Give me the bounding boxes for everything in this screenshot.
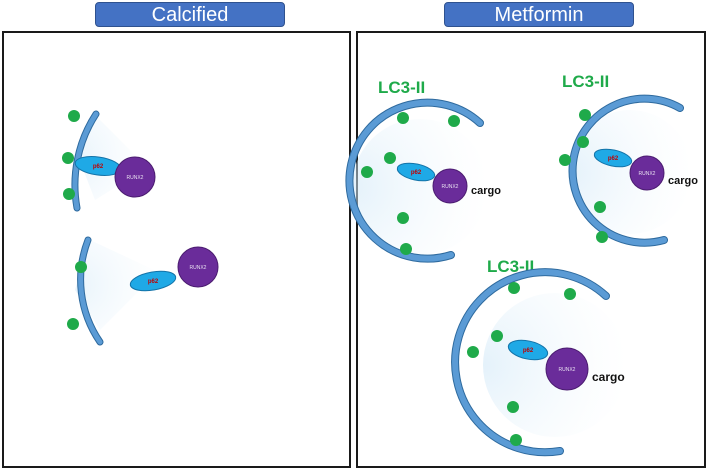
runx2-label: RUNX2	[442, 184, 459, 190]
lc3-dot	[67, 318, 79, 330]
p62-label: p62	[148, 279, 159, 285]
p62-label: p62	[93, 164, 104, 170]
calcified-autophagosome-upper: p62 RUNX2	[62, 110, 156, 212]
metformin-autophagosome-bottom: LC3-II p62 RUNX2 cargo	[451, 257, 627, 457]
calcified-header: Calcified	[95, 2, 285, 27]
runx2-protein	[545, 347, 589, 391]
p62-label: p62	[523, 348, 534, 354]
lc3-dot	[75, 261, 87, 273]
lc3-dot	[564, 288, 576, 300]
runx2-protein	[177, 246, 219, 288]
lc3-dot	[63, 188, 75, 200]
runx2-label: RUNX2	[559, 367, 576, 373]
lc3-dot	[579, 109, 591, 121]
lc3-dot	[68, 110, 80, 122]
p62-label: p62	[411, 170, 422, 176]
lc3-dot	[361, 166, 373, 178]
lc3-label: LC3-II	[562, 72, 609, 91]
runx2-protein	[432, 168, 468, 204]
runx2-label: RUNX2	[190, 265, 207, 271]
metformin-autophagosome-right: LC3-II p62 RUNX2 cargo	[559, 72, 698, 247]
lc3-dot	[577, 136, 589, 148]
lc3-dot	[62, 152, 74, 164]
lc3-dot	[559, 154, 571, 166]
cargo-label: cargo	[592, 370, 625, 384]
calcified-panel	[2, 31, 351, 468]
p62-protein	[396, 162, 436, 182]
calcified-autophagosome-lower: p62 RUNX2	[67, 236, 219, 346]
lc3-dot	[448, 115, 460, 127]
metformin-header: Metformin	[444, 2, 634, 27]
p62-protein	[593, 148, 633, 168]
runx2-label: RUNX2	[127, 175, 144, 181]
p62-protein	[129, 270, 177, 292]
runx2-protein	[629, 155, 665, 191]
lc3-dot	[397, 112, 409, 124]
lc3-dot	[508, 282, 520, 294]
lc3-dot	[400, 243, 412, 255]
p62-protein	[507, 339, 549, 361]
cargo-label: cargo	[471, 185, 501, 197]
lc3-dot	[510, 434, 522, 446]
lc3-dot	[384, 152, 396, 164]
lc3-dot	[507, 401, 519, 413]
metformin-autophagosome-left: LC3-II p62 RUNX2 cargo	[345, 78, 501, 263]
p62-label: p62	[608, 156, 619, 162]
runx2-label: RUNX2	[639, 171, 656, 177]
runx2-protein	[114, 156, 156, 198]
lc3-label: LC3-II	[378, 78, 425, 97]
lc3-dot	[467, 346, 479, 358]
lc3-dot	[491, 330, 503, 342]
lc3-dot	[397, 212, 409, 224]
lc3-dot	[594, 201, 606, 213]
lc3-dot	[596, 231, 608, 243]
cargo-label: cargo	[668, 175, 698, 187]
